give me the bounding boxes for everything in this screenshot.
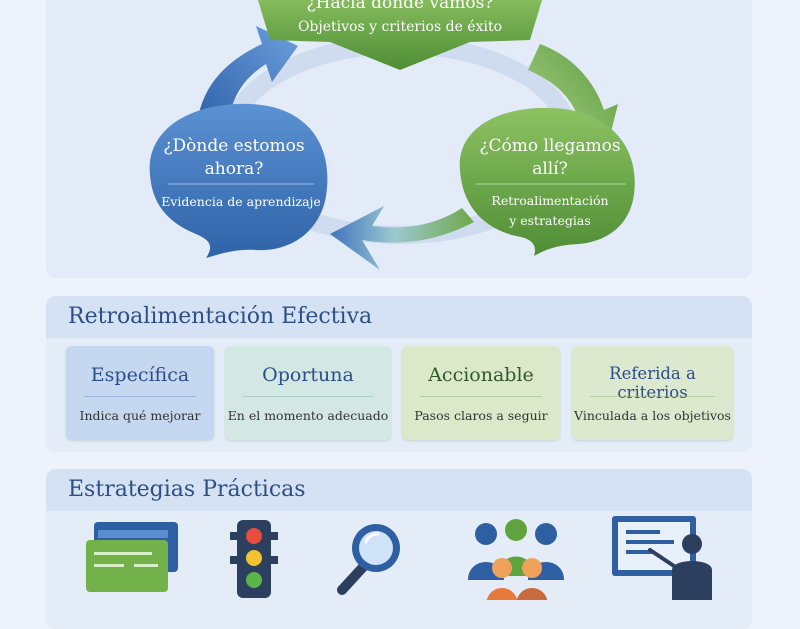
arrow-bottom-left — [330, 206, 474, 270]
strategies-section-title: Estrategias Prácticas — [68, 477, 306, 502]
strategies-header-band — [46, 469, 752, 511]
magnifying-glass-icon — [337, 524, 400, 595]
card-divider — [243, 396, 373, 397]
strategy-bubble — [459, 107, 635, 256]
card-description: Pasos claros a seguir — [414, 408, 548, 423]
top-goal-banner — [258, 0, 542, 70]
card-title: Específica — [90, 364, 190, 386]
group-people-icon — [468, 519, 564, 600]
feedback-card-timely: Oportuna En el momento adecuado — [225, 346, 391, 440]
card-title: Accionable — [428, 364, 534, 386]
top-subtitle: Objetivos y criterios de éxito — [298, 19, 502, 35]
feedback-card-actionable: Accionable Pasos claros a seguir — [402, 346, 560, 440]
card-description: Indica qué mejorar — [79, 408, 201, 423]
feedback-header-band — [46, 296, 752, 338]
left-title-line1: ¿Dònde estomos — [163, 136, 304, 156]
card-description: En el momento adecuado — [227, 408, 389, 423]
right-subtitle-line1: Retroalimentación — [491, 193, 608, 208]
feedback-panel: Retroalimentación Efectiva Específica In… — [46, 296, 752, 452]
right-title-line1: ¿Cómo llegamos — [479, 136, 620, 156]
card-divider — [420, 396, 542, 397]
card-title: Referida a criterios — [609, 364, 696, 402]
feedback-card-specific: Específica Indica qué mejorar — [66, 346, 214, 440]
teacher-board-icon — [612, 516, 712, 600]
left-subtitle: Evidencia de aprendizaje — [161, 194, 321, 209]
left-title-line2: ahora? — [205, 159, 264, 179]
feedback-section-title: Retroalimentación Efectiva — [68, 304, 373, 329]
traffic-light-icon — [230, 520, 278, 598]
feedback-cycle-diagram: ¿Hacia dónde vamos? Objetivos y criterio… — [149, 0, 635, 270]
right-subtitle-line2: y estrategias — [508, 213, 591, 228]
current-state-bubble — [149, 103, 328, 259]
arrow-left-up — [198, 26, 298, 124]
card-title: Oportuna — [262, 364, 354, 386]
exit-ticket-icon — [86, 522, 178, 592]
right-title-line2: allí? — [532, 159, 568, 179]
card-divider — [590, 396, 715, 397]
top-title: ¿Hacia dónde vamos? — [307, 0, 494, 13]
card-divider — [84, 396, 196, 397]
feedback-card-criteria: Referida a criterios Vinculada a los obj… — [572, 346, 733, 440]
card-description: Vinculada a los objetivos — [574, 408, 731, 423]
